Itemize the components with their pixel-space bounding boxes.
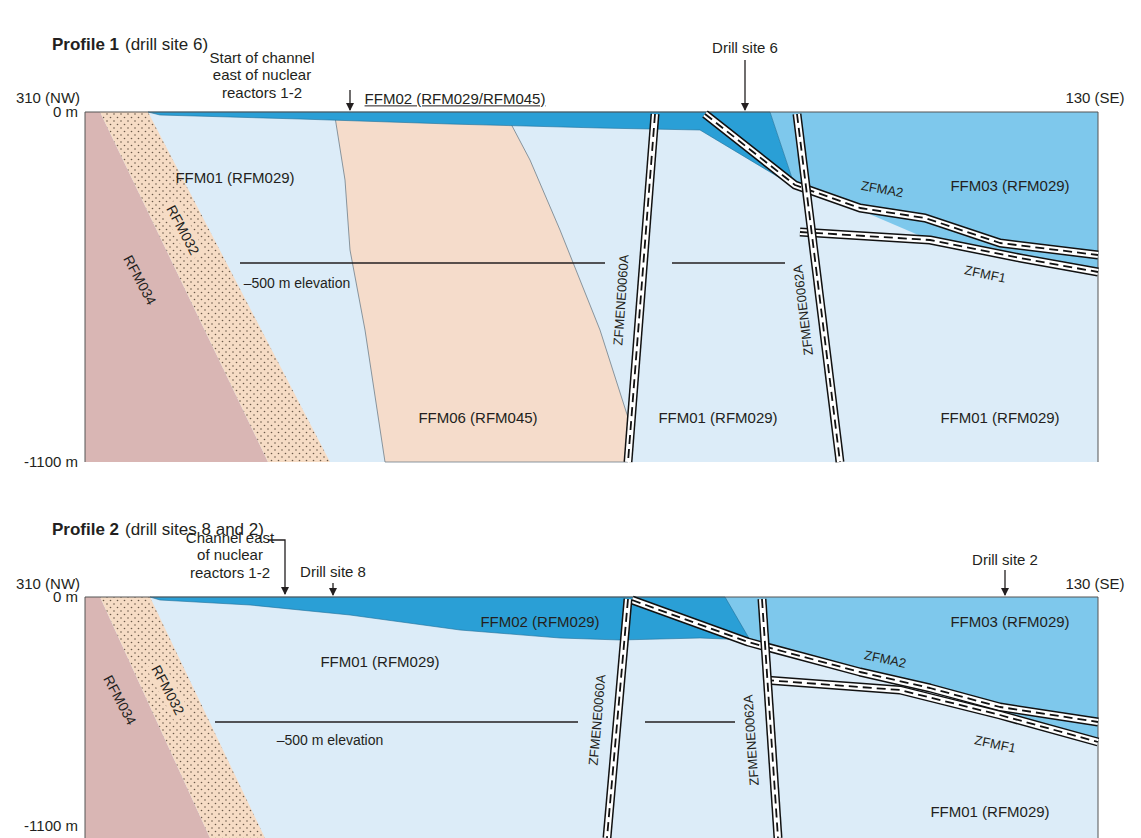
rock-domain-label: FFM03 (RFM029) — [947, 176, 1072, 195]
profile-1-section — [85, 60, 1098, 462]
rock-domain-label: RFM034 — [98, 669, 142, 730]
annotation-label: ZFMF1 — [973, 733, 1017, 756]
rock-domain-label: RFM032 — [146, 659, 190, 720]
rock-domain-label: FFM01 (RFM029) — [172, 168, 297, 187]
annotation-label: Profile 1 — [52, 35, 119, 55]
domain-name: RFM032 — [148, 663, 187, 718]
annotation-label: Start of channel east of nuclear reactor… — [200, 49, 325, 101]
annotation-label: ZFMA2 — [860, 179, 905, 201]
rock-domain-label: FFM01 (RFM029) — [317, 652, 442, 671]
domain-name: FFM02 (RFM029/RFM045) — [365, 90, 546, 107]
rock-domain-label: FFM03 (RFM029) — [947, 612, 1072, 631]
annotation-label: ZFMF1 — [963, 263, 1007, 286]
domain-name: RFM034 — [120, 253, 159, 308]
domain-name: FFM02 (RFM029) — [480, 613, 599, 630]
annotation-label: 0 m — [53, 103, 78, 120]
domain-name: FFM03 (RFM029) — [950, 177, 1069, 194]
rock-domain-label: RFM032 — [161, 199, 205, 260]
annotation-label: Drill site 6 — [712, 39, 778, 56]
annotation-label: (drill site 6) — [125, 35, 208, 55]
domain-name: FFM01 (RFM029) — [320, 653, 439, 670]
rock-domain-label: FFM02 (RFM029/RFM045) — [362, 89, 549, 108]
domain-name: RFM032 — [163, 203, 202, 258]
rock-domain-label: RFM034 — [118, 249, 162, 310]
domain-name: FFM01 (RFM029) — [175, 169, 294, 186]
domain-name: FFM03 (RFM029) — [950, 613, 1069, 630]
annotation-label: ZFMENE0060A — [611, 254, 632, 346]
profile-2-section — [85, 540, 1098, 838]
rock-domain-label: FFM02 (RFM029) — [477, 612, 602, 631]
annotation-label: –500 m elevation — [244, 275, 351, 291]
rock-domain-label: FFM01 (RFM029) — [927, 802, 1052, 821]
rock-domain-label: FFM01 (RFM029) — [937, 408, 1062, 427]
domain-name: FFM01 (RFM029) — [930, 803, 1049, 820]
annotation-label: 130 (SE) — [1065, 575, 1124, 592]
annotation-label: ZFMA2 — [863, 648, 908, 671]
annotation-label: 130 (SE) — [1065, 89, 1124, 106]
annotation-label: Drill site 2 — [972, 551, 1038, 568]
domain-name: RFM034 — [100, 673, 139, 728]
annotation-label: ZFMENE0060A — [587, 674, 610, 766]
annotation-label: 0 m — [53, 588, 78, 605]
annotation-label: -1100 m — [24, 453, 78, 470]
annotation-label: –500 m elevation — [277, 732, 384, 748]
annotation-label: Channel east of nuclear reactors 1-2 — [185, 529, 275, 581]
annotation-label: ZFMENE0062A — [741, 694, 762, 786]
rock-domain-label: FFM01 (RFM029) — [655, 408, 780, 427]
rock-domain-label: FFM06 (RFM045) — [415, 408, 540, 427]
domain-name: FFM06 (RFM045) — [418, 409, 537, 426]
annotation-label: Drill site 8 — [300, 563, 366, 580]
annotation-label: ZFMENE0062A — [791, 264, 817, 356]
annotation-label: Profile 2 — [52, 520, 119, 540]
domain-name: FFM01 (RFM029) — [658, 409, 777, 426]
annotation-label: -1100 m — [24, 817, 78, 834]
domain-name: FFM01 (RFM029) — [940, 409, 1059, 426]
